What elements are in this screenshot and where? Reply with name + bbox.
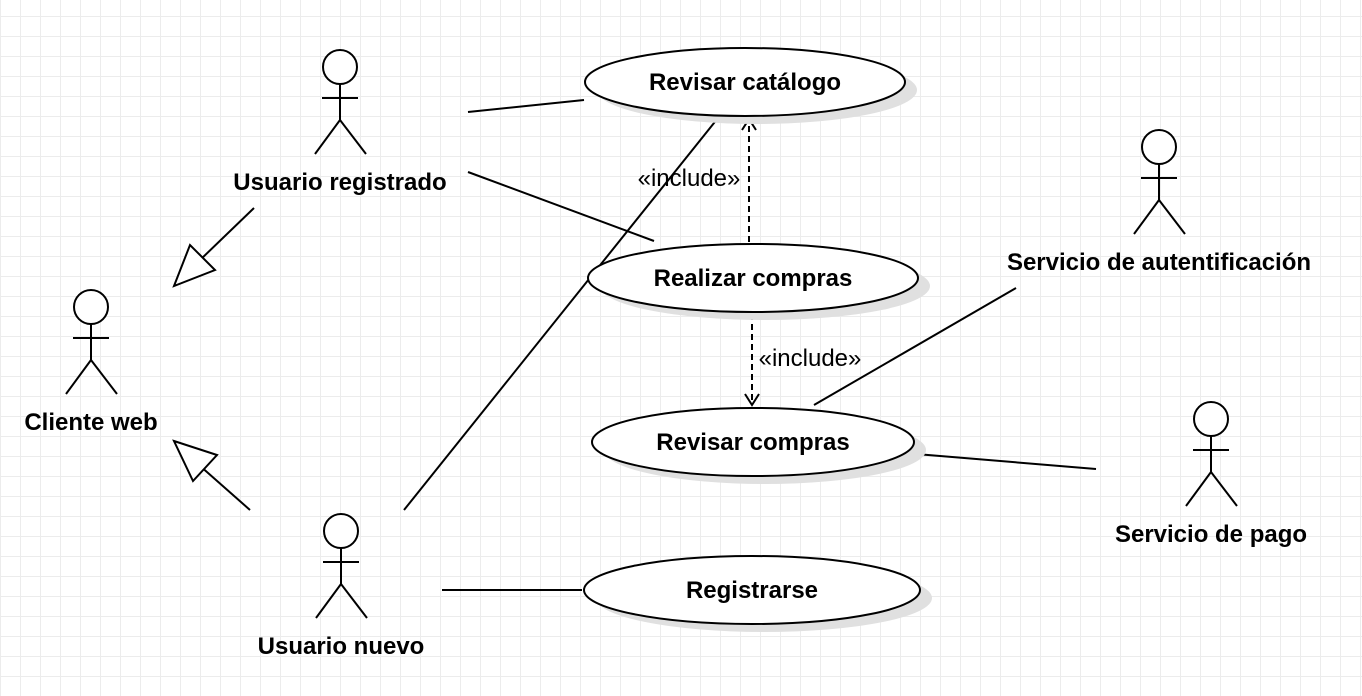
use-case-label: Revisar compras (656, 429, 849, 456)
stick-figure-icon (1185, 401, 1238, 507)
actor-label: Servicio de autentificación (1007, 249, 1311, 276)
assoc-registrado-compras (467, 171, 655, 242)
generalization-line-registrado (198, 207, 255, 262)
include-label: «include» (638, 165, 741, 192)
stick-figure-icon (314, 49, 367, 155)
actor-servicio-pago[interactable]: Servicio de pago (1115, 401, 1307, 548)
use-case-label: Revisar catálogo (649, 69, 841, 96)
use-case-label: Realizar compras (654, 265, 853, 292)
generalization-head-nuevo (172, 439, 219, 483)
actor-usuario-registrado[interactable]: Usuario registrado (233, 49, 447, 196)
use-case-registrarse[interactable]: Registrarse (583, 555, 932, 632)
use-case-revisar-catalogo[interactable]: Revisar catálogo (584, 47, 917, 124)
generalization-head-registrado (172, 243, 217, 288)
actor-label: Usuario registrado (233, 169, 446, 196)
stick-figure-icon (65, 289, 118, 395)
use-case-realizar-compras[interactable]: Realizar compras (587, 243, 930, 320)
stick-figure-icon (315, 513, 368, 619)
stick-figure-icon (1133, 129, 1186, 235)
assoc-revisar-pago (915, 453, 1097, 470)
actor-label: Cliente web (24, 409, 157, 436)
actor-label: Servicio de pago (1115, 521, 1307, 548)
actor-label: Usuario nuevo (258, 633, 425, 660)
generalization-line-nuevo (198, 464, 251, 511)
actor-usuario-nuevo[interactable]: Usuario nuevo (258, 513, 425, 660)
assoc-nuevo-catalogo (403, 117, 719, 511)
assoc-registrado-catalogo (467, 99, 585, 113)
assoc-revisar-autentificacion (813, 287, 1017, 406)
actor-servicio-autentificacion[interactable]: Servicio de autentificación (1007, 129, 1311, 276)
use-case-revisar-compras[interactable]: Revisar compras (591, 407, 926, 484)
actor-cliente-web[interactable]: Cliente web (24, 289, 158, 436)
include-label: «include» (759, 345, 862, 372)
use-case-label: Registrarse (686, 577, 818, 604)
